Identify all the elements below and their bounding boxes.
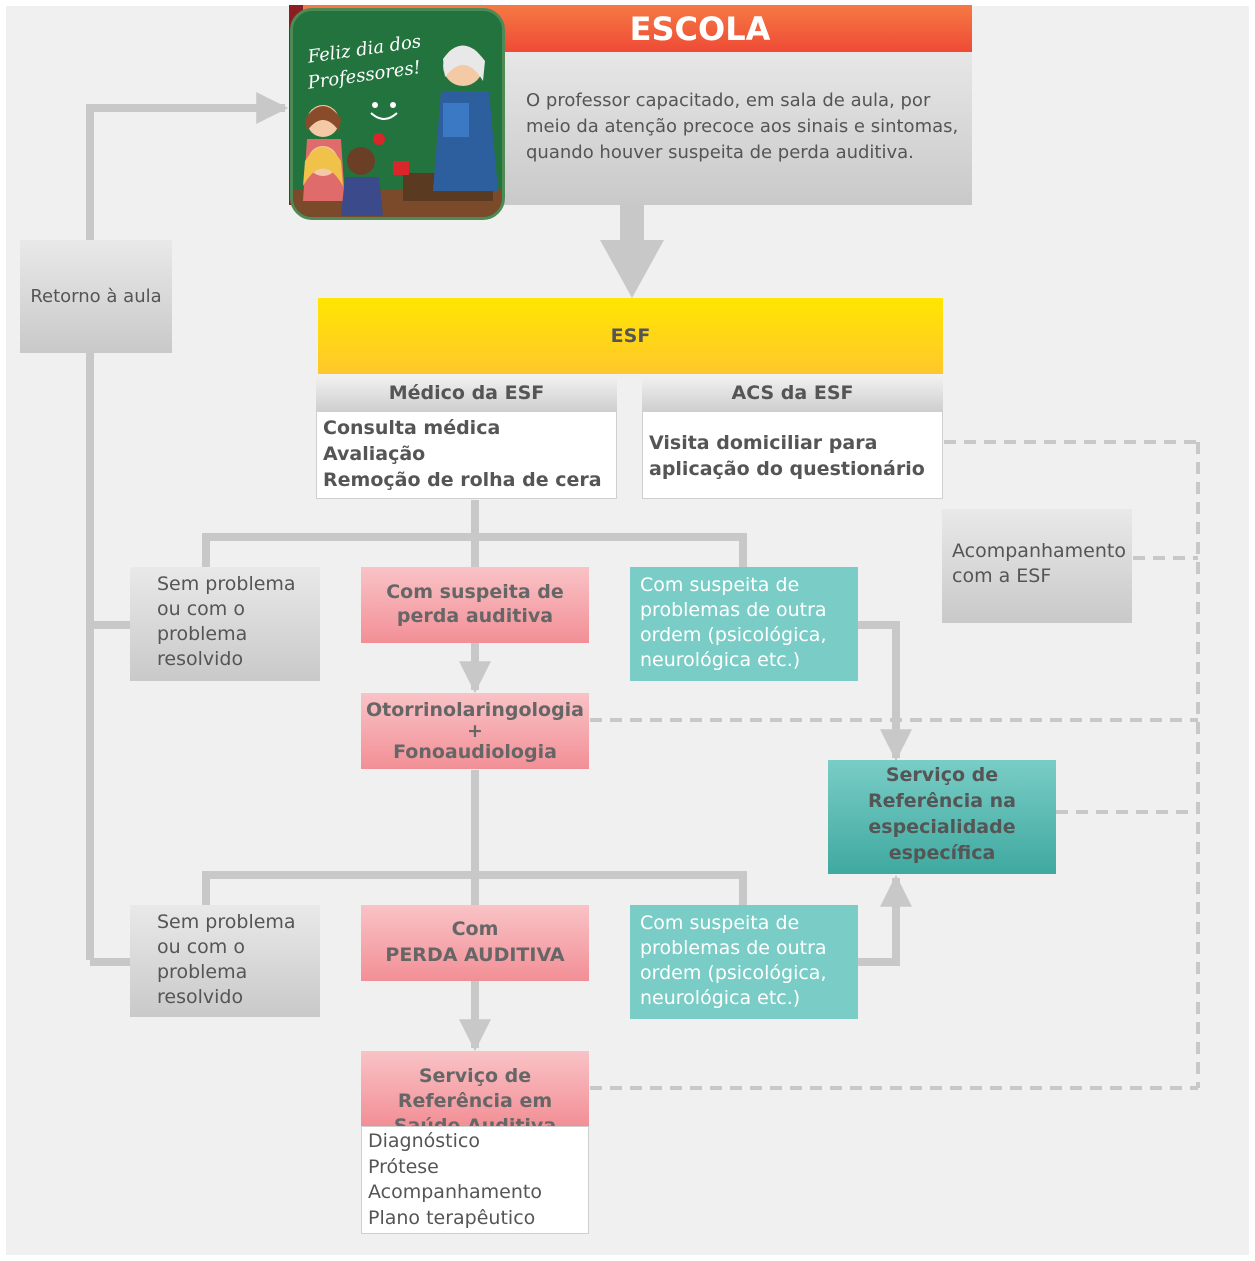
otorrino-line1: Otorrinolaringologia [365,699,585,721]
suspeita-box: Com suspeita de perda auditiva [361,567,589,643]
servico-auditiva-item: Acompanhamento [368,1181,542,1203]
perda-line1: Com [451,918,499,940]
sem-problema-box-2: Sem problema ou com o problema resolvido [130,905,320,1017]
servico-auditiva-item: Diagnóstico [368,1130,480,1152]
esf-header: ESF [318,298,943,374]
otorrino-line3: Fonoaudiologia [393,741,557,763]
classroom-scene-icon [293,11,502,217]
retorno-box: Retorno à aula [20,240,172,353]
retorno-label: Retorno à aula [30,286,162,307]
sem-problema-label-2: Sem problema ou com o problema resolvido [157,911,296,1008]
suspeita-label: Com suspeita de perda auditiva [386,581,564,627]
servico-auditiva-item: Plano terapêutico [368,1206,536,1229]
arrow-escola-esf [600,240,664,298]
otorrino-box: Otorrinolaringologia + Fonoaudiologia [361,693,589,769]
esf-title: ESF [610,325,651,347]
escola-title: ESCOLA [629,10,771,48]
medico-item: Avaliação [323,443,426,465]
outra-ordem-label-1: Com suspeita de problemas de outra ordem… [640,574,827,671]
acs-text: Visita domiciliar para aplicação do ques… [649,432,925,480]
acompanhamento-box: Acompanhamento com a ESF [942,509,1132,623]
servico-auditiva-list: Diagnóstico Prótese Acompanhamento Plano… [361,1126,589,1234]
medico-box: Consulta médica Avaliação Remoção de rol… [316,411,617,499]
servico-especialidade-label: Serviço de Referência na especialidade e… [867,764,1016,864]
medico-item: Remoção de rolha de cera [323,469,602,491]
sem-problema-box-1: Sem problema ou com o problema resolvido [130,567,320,681]
outra-ordem-box-2: Com suspeita de problemas de outra ordem… [630,905,858,1019]
servico-especialidade-box: Serviço de Referência na especialidade e… [828,760,1056,874]
servico-auditiva-item: Prótese [368,1155,439,1178]
perda-box: Com PERDA AUDITIVA [361,905,589,981]
escola-description: O professor capacitado, em sala de aula,… [526,90,959,163]
acs-box: Visita domiciliar para aplicação do ques… [642,411,943,499]
sem-problema-label-1: Sem problema ou com o problema resolvido [157,573,296,670]
outra-ordem-box-1: Com suspeita de problemas de outra ordem… [630,567,858,681]
return-line [86,92,289,960]
medico-item: Consulta médica [323,417,501,439]
servico-auditiva-header: Serviço de Referência em Saúde Auditiva [361,1051,589,1137]
arrow-outra-servico2 [858,874,912,966]
otorrino-plus: + [467,720,483,742]
acs-header: ACS da ESF [642,375,943,411]
teacher-illustration: Feliz dia dos Professores! [290,8,505,220]
medico-header: Médico da ESF [316,375,617,411]
perda-line2: PERDA AUDITIVA [385,944,565,966]
outra-ordem-label-2: Com suspeita de problemas de outra ordem… [640,912,827,1009]
acompanhamento-label: Acompanhamento com a ESF [952,540,1126,587]
arrow-outra-servico1 [858,621,912,762]
